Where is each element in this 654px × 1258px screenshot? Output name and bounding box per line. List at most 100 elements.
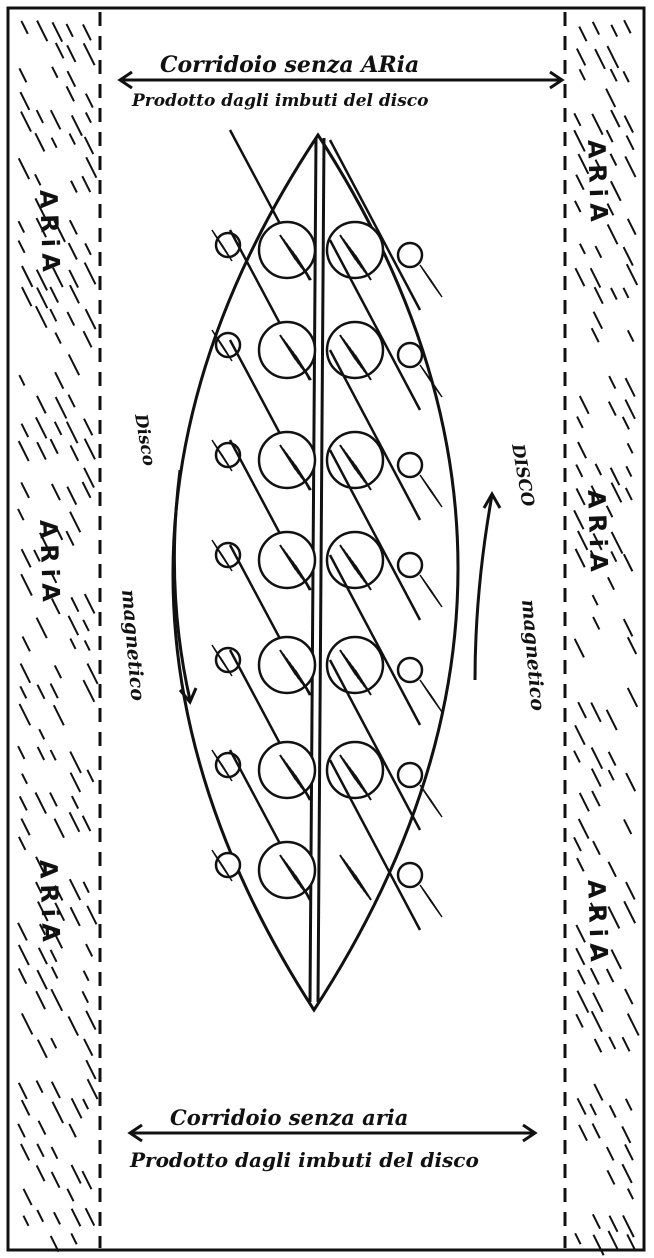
hatch-stroke	[35, 990, 46, 1010]
hatch-stroke	[621, 1036, 631, 1052]
hatch-stroke	[610, 287, 618, 301]
hatch-stroke	[591, 113, 604, 136]
hatch-stroke	[53, 664, 63, 679]
hatch-stroke	[69, 444, 80, 462]
hatch-stroke	[575, 1013, 584, 1028]
hatch-stroke	[82, 970, 90, 982]
hatch-stroke	[81, 815, 92, 832]
funnel-shading	[429, 589, 443, 608]
hatch-stroke	[66, 486, 78, 506]
hatch-stroke	[626, 636, 638, 655]
hatch-stroke	[17, 745, 26, 760]
hatch-stroke	[81, 990, 89, 1004]
hatch-stroke	[592, 616, 601, 630]
hatch-stroke	[19, 663, 32, 684]
hatch-stroke	[36, 969, 48, 990]
funnel-small-circle	[396, 761, 424, 789]
funnel-shading	[221, 244, 233, 262]
hatch-stroke	[35, 617, 48, 639]
hatch-stroke	[52, 704, 65, 726]
right-flow-arrow	[473, 490, 502, 681]
hatch-stroke	[20, 1099, 31, 1116]
hatch-stroke	[606, 223, 619, 245]
hatch-stroke	[576, 857, 585, 872]
hatch-stroke	[573, 836, 582, 852]
bottom-label-line1: Corridoio senza aria	[170, 1105, 408, 1130]
funnel-shading	[221, 764, 233, 782]
hatch-stroke	[590, 768, 602, 787]
hatch-stroke	[84, 308, 97, 330]
hatch-stroke	[20, 481, 30, 499]
outer-frame	[6, 6, 646, 1252]
hatch-stroke	[69, 772, 82, 793]
hatch-stroke	[69, 511, 82, 533]
hatch-stroke	[85, 1059, 97, 1080]
hatch-stroke	[49, 1235, 60, 1253]
hatch-stroke	[621, 1163, 633, 1184]
hatch-stroke	[50, 137, 58, 149]
hatch-stroke	[70, 596, 80, 613]
hatch-stroke	[622, 618, 634, 637]
hatch-stroke	[34, 305, 48, 329]
funnel-shading	[294, 354, 312, 381]
hatch-stroke	[67, 1015, 79, 1037]
hatch-stroke	[589, 902, 600, 919]
hatch-stroke	[573, 750, 581, 763]
top-label-line1: Corridoio senza ARia	[160, 52, 419, 78]
hatch-stroke	[86, 663, 99, 685]
hatch-stroke	[578, 1124, 588, 1142]
hatch-stroke	[33, 549, 41, 562]
hatch-stroke	[50, 1171, 61, 1189]
hatch-stroke	[578, 243, 586, 255]
hatch-stroke	[591, 21, 601, 35]
hatch-stroke	[626, 1233, 637, 1252]
hatch-stroke	[52, 267, 64, 288]
hatch-stroke	[20, 20, 29, 35]
hatch-stroke	[65, 530, 75, 546]
funnel-large-circle	[257, 220, 317, 280]
hatch-stroke	[83, 639, 91, 652]
hatch-stroke	[17, 240, 26, 254]
hatch-stroke	[17, 968, 28, 985]
hatch-stroke	[35, 856, 47, 876]
hatch-stroke	[36, 395, 47, 414]
hatch-stroke	[20, 548, 32, 568]
hatch-stroke	[607, 751, 617, 766]
hatch-stroke	[605, 968, 615, 983]
right-magnetico-label: magnetico	[517, 599, 549, 713]
hatch-stroke	[607, 401, 617, 416]
hatch-stroke	[589, 1103, 597, 1116]
hatch-stroke	[83, 136, 95, 155]
hatch-stroke	[622, 1215, 635, 1238]
funnel-shading	[221, 864, 233, 882]
hatch-stroke	[68, 811, 81, 833]
hatch-stroke	[624, 377, 636, 398]
hatch-stroke	[21, 286, 33, 307]
hatch-stroke	[606, 1169, 616, 1185]
hatch-stroke	[21, 636, 31, 652]
funnel-small-circle	[396, 861, 424, 889]
hatch-stroke	[82, 619, 90, 632]
hatch-stroke	[18, 703, 32, 726]
hatch-stroke	[576, 990, 590, 1014]
air-hatching	[17, 19, 640, 1256]
hatch-stroke	[623, 818, 633, 835]
funnel-large-circle	[257, 430, 317, 490]
hatch-stroke	[608, 1104, 617, 1118]
hatch-stroke	[83, 262, 97, 285]
hatch-stroke	[609, 467, 621, 486]
hatch-stroke	[608, 1036, 617, 1050]
hatch-stroke	[575, 924, 586, 943]
hatch-stroke	[591, 1213, 601, 1230]
funnel-shading	[294, 669, 312, 696]
air-label-left-3: ARiA	[34, 859, 65, 948]
hatch-stroke	[36, 1039, 48, 1059]
hatch-stroke	[609, 180, 622, 202]
hatch-stroke	[624, 487, 633, 501]
hatch-stroke	[51, 21, 64, 43]
hatch-stroke	[589, 967, 600, 985]
hatch-stroke	[50, 1146, 59, 1160]
hatch-stroke	[575, 464, 584, 478]
hatch-stroke	[36, 287, 49, 309]
disc-axis-right	[316, 137, 326, 1003]
